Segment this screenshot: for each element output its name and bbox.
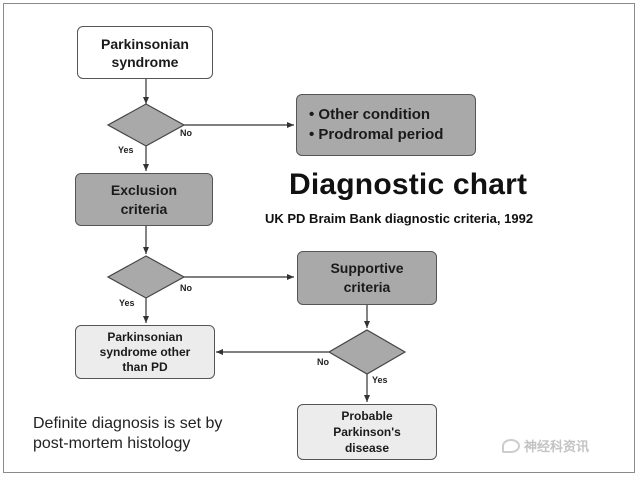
node-probable-pd-label: Probable Parkinson's disease	[333, 409, 401, 455]
node-other-condition-label: • Other condition • Prodromal period	[309, 106, 444, 143]
node-supportive-criteria: Supportive criteria	[297, 251, 437, 305]
watermark: 神经科资讯	[502, 436, 589, 455]
edge-label-d2-no: No	[180, 283, 192, 293]
chart-subtitle: UK PD Braim Bank diagnostic criteria, 19…	[265, 211, 534, 226]
node-exclusion-criteria: Exclusion criteria	[75, 173, 213, 226]
node-other-condition: • Other condition • Prodromal period	[296, 94, 476, 156]
edge-label-d3-yes: Yes	[372, 375, 388, 385]
node-supportive-criteria-label: Supportive criteria	[330, 260, 404, 295]
node-parkinsonian-other: Parkinsonian syndrome other than PD	[75, 325, 215, 379]
diagram-frame	[3, 3, 635, 473]
decision-diamond-1	[106, 103, 186, 147]
node-parkinsonian-other-label: Parkinsonian syndrome other than PD	[99, 329, 191, 374]
decision-diamond-2	[106, 255, 186, 299]
decision-diamond-3	[327, 329, 407, 375]
footnote: Definite diagnosis is set by post-mortem…	[33, 415, 223, 452]
node-parkinsonian-syndrome: Parkinsonian syndrome	[77, 26, 213, 79]
node-probable-pd: Probable Parkinson's disease	[297, 404, 437, 460]
edge-label-d2-yes: Yes	[119, 298, 135, 308]
chat-bubble-icon	[502, 438, 520, 453]
chart-title: Diagnostic chart	[289, 168, 528, 201]
edge-label-d1-yes: Yes	[118, 145, 134, 155]
node-parkinsonian-syndrome-label: Parkinsonian syndrome	[101, 35, 189, 70]
edge-label-d3-no: No	[317, 357, 329, 367]
edge-label-d1-no: No	[180, 128, 192, 138]
watermark-text: 神经科资讯	[524, 439, 590, 454]
node-exclusion-criteria-label: Exclusion criteria	[110, 181, 178, 217]
